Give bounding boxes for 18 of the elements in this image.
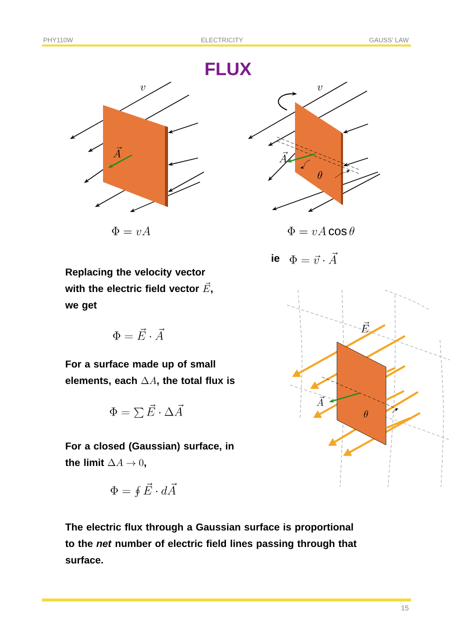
vector-label: $\vec{A}$ (316, 396, 324, 406)
formula: $\Phi = \vec{v}\cdot\vec{A}$ (290, 252, 338, 264)
vector-label: $\vec{A}$ (113, 146, 122, 158)
vector-label: $v$ (140, 86, 146, 90)
vector-label: $\vec{E}$ (361, 322, 370, 332)
formula: $\Phi = vA\cos\theta$ (288, 226, 354, 236)
angle-label: $\theta$ (364, 410, 368, 418)
formula: $\Phi = \sum\vec{E}\cdot\Delta\vec{A}$ (110, 404, 184, 418)
formula: $\Phi = \vec{E}\cdot\vec{A}$ (113, 328, 164, 340)
paragraph: For a surface made up of small elements, each $\Delta A$, the total flux is (66, 360, 235, 386)
paragraph: For a closed (Gaussian) surface, in the limit $\Delta A\to 0$, (65, 442, 234, 468)
paragraph: The electric flux through a Gaussian surface is proportional to the net number of electric field lines passing through that surface. (65, 523, 357, 564)
formula: $\Phi = vA$ (112, 226, 150, 236)
paragraph: Replacing the velocity vector with the electric field vector $\vec{E}$, we get (65, 268, 213, 311)
text-label: ie (272, 254, 280, 262)
formula: $\Phi = \oint\vec{E}\cdot d\vec{A}$ (110, 482, 177, 498)
page-title: FLUX (206, 62, 252, 76)
label: $\vec{E}$ (202, 282, 210, 292)
